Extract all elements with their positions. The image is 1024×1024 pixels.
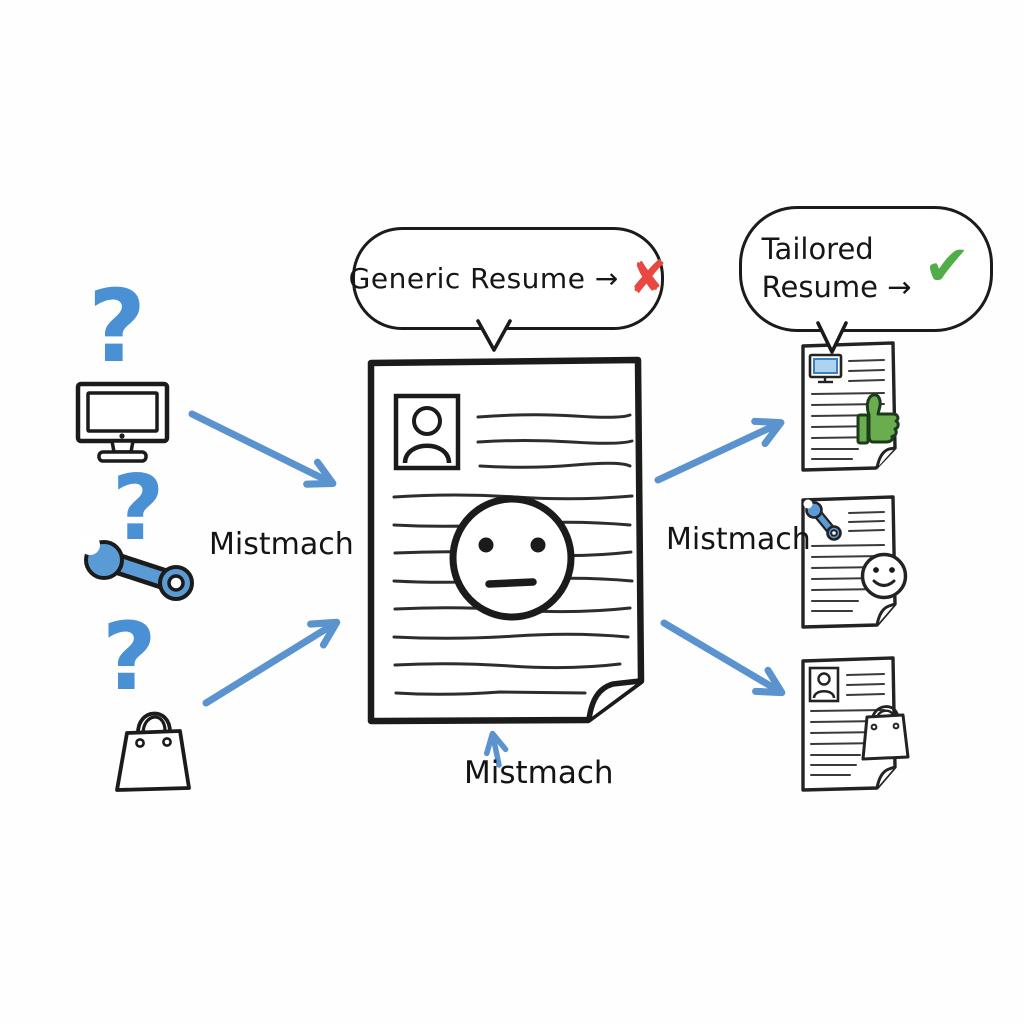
- generic-resume-bubble: Generic Resume → ✘: [348, 227, 667, 330]
- generic-resume-document: [367, 356, 645, 725]
- tailored-bubble-line2: Resume →: [761, 270, 912, 304]
- arrow-resume-to-doc1: [654, 417, 785, 484]
- mini-photo-placeholder: [808, 666, 840, 703]
- mini-shopping-bag-icon: [861, 705, 910, 761]
- red-x-icon: ✘: [628, 249, 668, 304]
- mismatch-label-left: Mistmach: [209, 527, 354, 562]
- thumbs-up-icon: [856, 393, 900, 445]
- tailored-doc-wrench: [801, 495, 908, 629]
- tailored-resume-bubble: Tailored Resume → ✔: [739, 206, 993, 332]
- smiley-face-icon: [860, 552, 908, 600]
- photo-placeholder: [393, 393, 461, 471]
- mismatch-label-bottom: Mistmach: [464, 755, 614, 791]
- generic-bubble-text: Generic Resume →: [348, 262, 619, 295]
- shopping-bag-icon: [115, 711, 191, 792]
- question-mark-icon: ?: [112, 456, 165, 561]
- monitor-icon: [75, 381, 170, 463]
- tailored-bubble-text: Tailored Resume →: [762, 231, 912, 306]
- green-check-icon: ✔: [923, 234, 971, 299]
- flow-arrows: [188, 410, 786, 768]
- neutral-face-icon: [449, 495, 575, 621]
- tailored-doc-monitor: [801, 341, 900, 472]
- tailored-bubble-line1: Tailored: [761, 232, 874, 267]
- question-mark-icon: ?: [102, 603, 157, 712]
- question-mark-icon: ?: [88, 268, 147, 385]
- arrow-monitor-to-resume: [188, 410, 337, 488]
- tailored-doc-bag: [801, 656, 910, 792]
- mismatch-label-right: Mistmach: [666, 522, 811, 557]
- arrow-bag-to-resume: [202, 618, 341, 707]
- arrow-resume-to-doc3: [660, 619, 786, 697]
- mini-monitor-icon: [808, 353, 843, 384]
- page-fold: [586, 678, 641, 720]
